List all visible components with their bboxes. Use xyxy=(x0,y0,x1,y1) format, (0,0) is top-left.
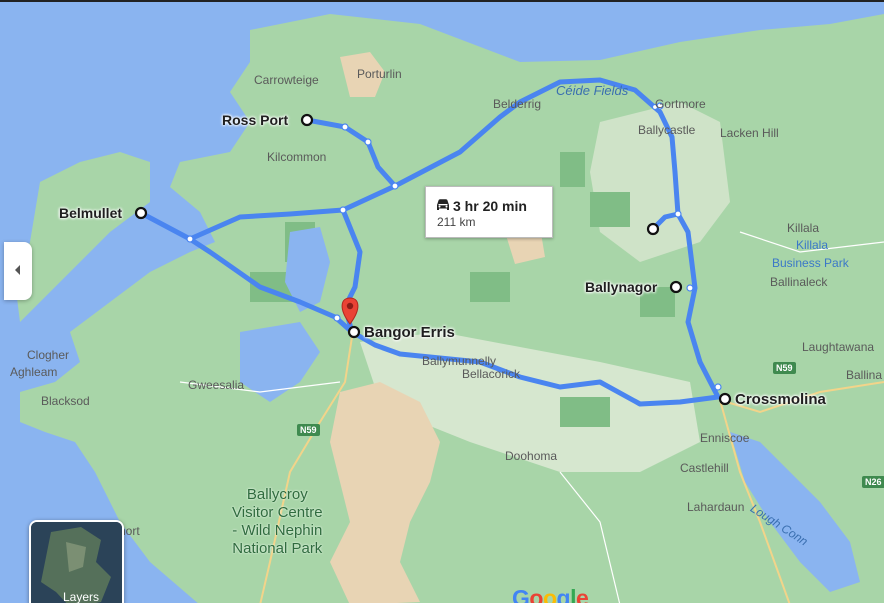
google-logo-e: e xyxy=(575,585,589,603)
layers-button[interactable]: Layers xyxy=(29,520,124,603)
route-vertices xyxy=(186,102,722,391)
place-belderrig: Belderrig xyxy=(493,97,542,111)
place-killala-business-park-1: Killala xyxy=(796,238,829,252)
carrowmore-lake xyxy=(285,227,330,312)
google-logo-g2: g xyxy=(556,585,571,603)
google-logo-o1: o xyxy=(529,585,543,603)
park-line-3: - Wild Nephin xyxy=(232,522,323,539)
place-doohoma: Doohoma xyxy=(505,449,558,463)
place-ballina: Ballina xyxy=(846,368,883,382)
bog-area xyxy=(360,332,700,472)
layers-label: Layers xyxy=(63,590,100,603)
place-clogher: Clogher xyxy=(27,348,70,362)
road-shield-n59-east: N59 xyxy=(773,362,796,374)
place-belmullet[interactable]: Belmullet xyxy=(59,205,123,221)
park-line-4: National Park xyxy=(232,540,323,557)
collapse-side-panel-button[interactable] xyxy=(4,242,32,300)
bay xyxy=(240,322,320,402)
route-distance: 211 km xyxy=(437,215,476,229)
ross-port-marker xyxy=(300,113,314,127)
belmullet-marker xyxy=(134,206,148,220)
lough-conn xyxy=(730,432,860,592)
place-nort: nort xyxy=(119,524,140,538)
porturlin-hill xyxy=(340,52,385,97)
place-bellacorick: Bellacorick xyxy=(462,367,521,381)
white-roads xyxy=(179,231,884,603)
place-gortmore: Gortmore xyxy=(655,97,706,111)
place-castlehill: Castlehill xyxy=(680,461,729,475)
place-ballymunnelly: Ballymunnelly xyxy=(422,354,497,368)
park-line-2: Visitor Centre xyxy=(232,504,323,521)
place-killala: Killala xyxy=(787,221,820,235)
park-line-1: Ballycroy xyxy=(246,486,308,503)
minor-roads xyxy=(259,336,884,603)
place-crossmolina[interactable]: Crossmolina xyxy=(735,391,826,408)
place-ballycastle: Ballycastle xyxy=(638,123,696,137)
place-aghleam: Aghleam xyxy=(10,365,58,379)
google-logo-l: l xyxy=(570,585,576,603)
place-ballycroy-visitor-centre: Ballycroy Visitor Centre - Wild Nephin N… xyxy=(232,486,323,558)
route-info-box[interactable]: 3 hr 20 min 211 km xyxy=(425,186,553,238)
belmullet-peninsula xyxy=(15,152,150,322)
crossmolina-marker xyxy=(718,392,732,406)
place-bangor-erris[interactable]: Bangor Erris xyxy=(364,324,455,341)
place-laughtawana: Laughtawana xyxy=(802,340,875,354)
place-kilcommon: Kilcommon xyxy=(267,150,327,164)
place-ballinaleck: Ballinaleck xyxy=(770,275,828,289)
place-gweesalia: Gweesalia xyxy=(188,378,245,392)
google-logo-o2: o xyxy=(542,585,557,603)
place-porturlin: Porturlin xyxy=(357,67,402,81)
place-lahardaun: Lahardaun xyxy=(687,500,745,514)
place-killala-business-park-2: Business Park xyxy=(772,256,849,270)
google-logo-g: G xyxy=(512,585,530,603)
route-duration: 3 hr 20 min xyxy=(453,198,527,214)
place-ceide-fields: Céide Fields xyxy=(556,83,629,98)
road-shield-n26: N26 xyxy=(862,476,884,488)
road-shield-n59: N59 xyxy=(297,424,320,436)
place-lacken-hill: Lacken Hill xyxy=(720,126,779,140)
waypoint-marker xyxy=(646,222,660,236)
mountains xyxy=(330,382,440,603)
satellite-thumbnail xyxy=(31,522,122,603)
place-blacksod: Blacksod xyxy=(41,394,90,408)
place-enniscoe: Enniscoe xyxy=(700,431,750,445)
google-logo: Google xyxy=(512,585,589,603)
ballynagor-marker xyxy=(669,280,683,294)
place-carrowteige: Carrowteige xyxy=(254,73,319,87)
place-ballynagor[interactable]: Ballynagor xyxy=(585,279,658,295)
waypoint-markers xyxy=(134,113,732,406)
bangor-erris-marker xyxy=(347,325,361,339)
place-ross-port[interactable]: Ross Port xyxy=(222,112,289,128)
destination-pin[interactable] xyxy=(341,297,359,325)
